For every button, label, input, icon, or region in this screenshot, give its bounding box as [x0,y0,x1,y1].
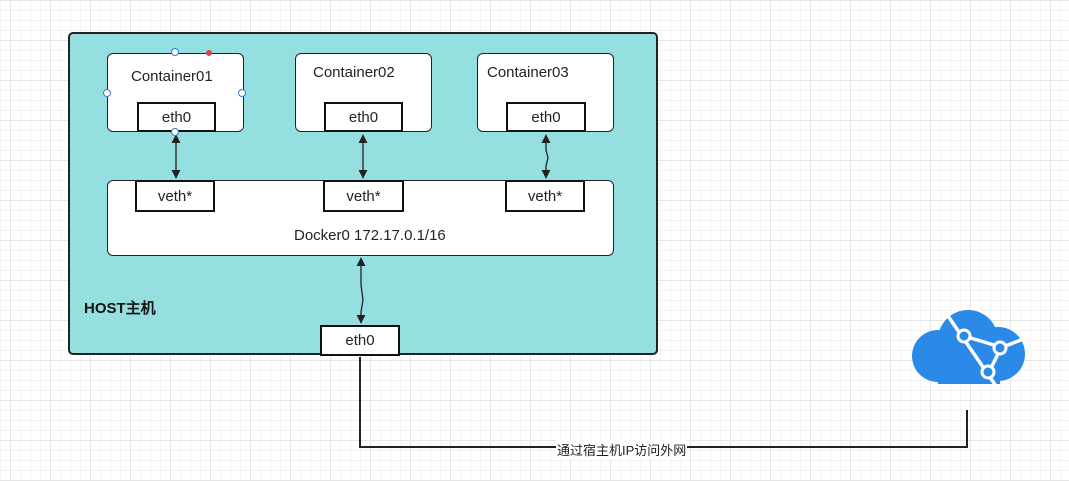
network-link-label: 通过宿主机IP访问外网 [556,440,688,459]
docker0-label: Docker0 172.17.0.1/16 [294,227,446,244]
container-01-title: Container01 [131,68,213,85]
veth-port-1[interactable]: veth* [135,180,215,212]
container-01-eth0[interactable]: eth0 [137,102,216,132]
container-03-title: Container03 [487,64,569,81]
host-eth0[interactable]: eth0 [320,325,400,356]
cloud-network-icon[interactable] [908,306,1028,388]
link-docker0-host-eth0[interactable] [356,257,366,324]
selection-handle-rotate[interactable] [206,50,212,56]
container-03[interactable] [477,53,614,132]
container-02-eth0[interactable]: eth0 [324,102,403,132]
selection-handle-right[interactable] [238,89,246,97]
selection-handle-left[interactable] [103,89,111,97]
link-eth0-veth-3[interactable] [541,134,551,179]
container-02-title: Container02 [313,64,395,81]
veth-port-3[interactable]: veth* [505,180,585,212]
veth-port-2[interactable]: veth* [323,180,404,212]
host-label: HOST主机 [84,300,156,317]
link-host-to-internet[interactable] [359,357,968,448]
selection-handle-bottom[interactable] [171,128,179,136]
container-03-eth0[interactable]: eth0 [506,102,586,132]
selection-handle-top[interactable] [171,48,179,56]
